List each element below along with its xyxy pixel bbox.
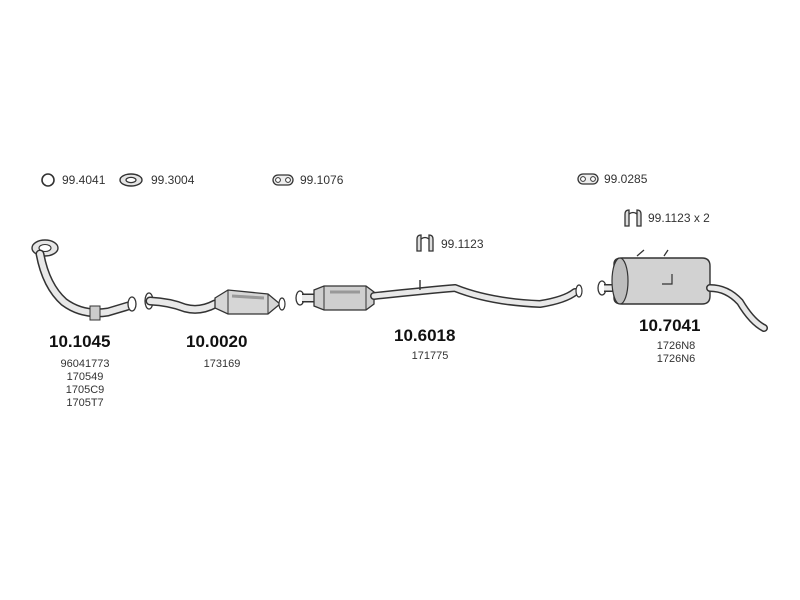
oem-number: 1705T7 [66, 397, 104, 409]
oem-number-list: 171775 [385, 350, 475, 363]
oem-number: 1726N6 [656, 353, 696, 365]
oem-number: 173169 [203, 358, 241, 370]
accessory-code: 99.4041 [62, 173, 106, 187]
oem-number: 1726N8 [656, 340, 696, 352]
oem-number: 1705C9 [65, 384, 105, 396]
accessory-code: 99.0285 [604, 172, 648, 186]
part-number: 10.1045 [49, 332, 111, 351]
accessory-code: 99.1076 [300, 173, 344, 187]
flange-gasket-icon [119, 173, 143, 187]
ring-gasket-icon [41, 173, 55, 187]
hanger-bracket-icon [624, 209, 642, 227]
front-pipe-drawing [31, 239, 137, 321]
part-number: 10.7041 [639, 316, 701, 335]
catalytic-converter-drawing [144, 289, 286, 315]
hanger-bracket-icon [416, 234, 434, 252]
oem-number: 170549 [66, 371, 104, 383]
oem-number-list: 96041773 170549 1705C9 1705T7 [40, 358, 130, 410]
oem-number-list: 1726N8 1726N6 [631, 340, 721, 366]
rear-silencer-drawing [597, 249, 768, 332]
part-number: 10.6018 [394, 326, 456, 345]
part-number: 10.0020 [186, 332, 248, 351]
accessory-code: 99.3004 [151, 173, 195, 187]
accessory-code: 99.1123 [441, 237, 484, 251]
accessory-code: 99.1123 x 2 [648, 211, 710, 225]
oem-number-list: 173169 [177, 358, 267, 371]
oem-number: 96041773 [60, 358, 110, 370]
rubber-mount-icon [272, 174, 294, 186]
oem-number: 171775 [411, 350, 449, 362]
middle-silencer-drawing [295, 280, 583, 311]
rubber-mount-icon [577, 173, 599, 185]
